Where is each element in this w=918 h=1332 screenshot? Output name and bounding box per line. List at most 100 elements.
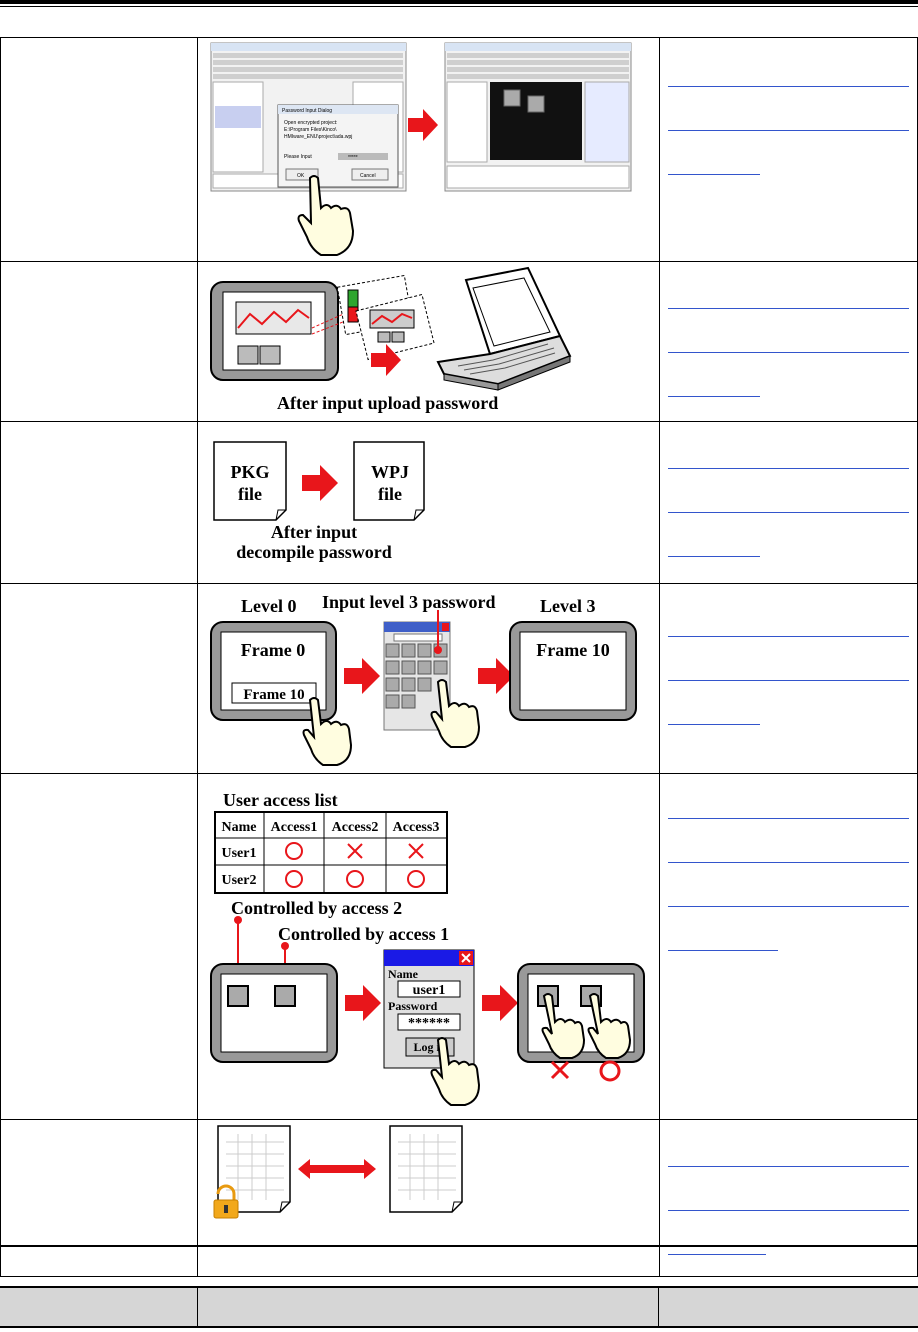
cell-links (658, 773, 918, 1120)
cell-links (658, 37, 918, 262)
access-table (213, 811, 448, 894)
arrow-right-icon (477, 658, 514, 694)
login-name-label: Name (388, 967, 419, 981)
encrypt-illustration: Password Input Dialog Open encrypted pro… (210, 42, 632, 256)
row-user2: User2 (221, 873, 256, 888)
link-line[interactable] (667, 796, 909, 840)
login-name-value: user1 (412, 983, 445, 998)
link-line[interactable] (667, 108, 909, 152)
lock-illustration (213, 1125, 463, 1219)
dialog-please: Please Input (284, 154, 312, 160)
link-line[interactable] (667, 1188, 909, 1232)
row-user1: User1 (221, 846, 256, 861)
pointing-hand-icon (541, 993, 631, 1059)
feature-table: Password Input Dialog Open encrypted pro… (0, 37, 918, 1277)
login-password-label: Password (388, 999, 438, 1013)
cell-illustration: After input upload password (196, 261, 660, 422)
cross-icon (408, 843, 424, 859)
double-arrow-icon (297, 1159, 376, 1179)
row-user-access: User access list Name Access1 Access2 Ac… (0, 773, 918, 1120)
col-access2: Access2 (331, 820, 378, 835)
cell-feature (0, 261, 198, 422)
dialog-ok-button[interactable] (285, 168, 319, 181)
access1-button[interactable] (273, 985, 296, 1007)
cell-feature (0, 1119, 198, 1277)
cell-links (658, 421, 918, 584)
wpj-file-icon (353, 441, 425, 521)
link-line[interactable] (667, 330, 909, 374)
row-decompile: PKG file WPJ file After input decompile … (0, 421, 918, 584)
link-line[interactable] (667, 534, 909, 578)
pointing-hand-icon (430, 679, 480, 748)
pkg-file-icon (213, 441, 287, 521)
link-line[interactable] (667, 286, 909, 330)
cross-icon (347, 843, 363, 859)
dialog-title: Password Input Dialog (282, 108, 332, 114)
link-line[interactable] (667, 884, 909, 928)
top-rule-thick (0, 0, 918, 4)
link-line[interactable] (667, 658, 909, 702)
arrow-right-icon (343, 658, 380, 694)
controlled-access2-label: Controlled by access 2 (231, 898, 402, 918)
decompile-illustration: PKG file WPJ file After input decompile … (213, 441, 425, 562)
circle-icon (406, 870, 425, 888)
login-window: Name user1 Password ****** Log in (383, 949, 475, 1069)
cell-feature (0, 37, 198, 262)
cross-icon (550, 1060, 569, 1080)
col-name: Name (221, 820, 256, 835)
cell-illustration (196, 1119, 660, 1277)
wpj-label: WPJ (371, 462, 409, 482)
circle-icon (284, 842, 303, 860)
pkg-label: PKG (230, 462, 269, 482)
arrow-right-icon (344, 985, 381, 1021)
link-line[interactable] (667, 490, 909, 534)
dialog-pw: ***** (348, 155, 358, 161)
close-icon[interactable] (461, 953, 471, 963)
bottom-rule (0, 1245, 918, 1247)
circle-icon (345, 870, 364, 888)
circle-icon (599, 1060, 621, 1082)
link-line[interactable] (667, 1232, 909, 1276)
link-line[interactable] (667, 702, 909, 746)
next-table-header (0, 1286, 918, 1328)
dialog-cancel-label: Cancel (360, 173, 376, 179)
upload-illustration: After input upload password (209, 266, 572, 413)
access2-button[interactable] (226, 985, 249, 1007)
dialog-line2: E:\Program Files\Kinco\ (284, 127, 337, 133)
keypad-window (383, 621, 451, 731)
frame10-button[interactable] (231, 682, 317, 704)
cell-illustration: PKG file WPJ file After input decompile … (196, 421, 660, 584)
unlocked-document-icon (389, 1125, 463, 1213)
pkg-file-label: file (238, 484, 262, 504)
dialog-line1: Open encrypted project: (284, 120, 337, 126)
link-line[interactable] (667, 1144, 909, 1188)
login-password-value: ****** (408, 1016, 450, 1031)
login-name-field[interactable] (397, 980, 461, 998)
level0-label: Level 0 (241, 596, 297, 616)
link-line[interactable] (667, 64, 909, 108)
upload-caption: After input upload password (277, 393, 498, 413)
link-line[interactable] (667, 446, 909, 490)
laptop-icon (436, 266, 572, 391)
arrow-right-icon (370, 344, 401, 376)
link-line[interactable] (667, 374, 909, 418)
decompile-caption-1: After input (271, 522, 357, 542)
cell-links (658, 1119, 918, 1277)
row-level: Level 0 Input level 3 password Level 3 F… (0, 583, 918, 774)
row-lock (0, 1119, 918, 1277)
circle-icon (284, 870, 303, 888)
row-encrypt: Password Input Dialog Open encrypted pro… (0, 37, 918, 262)
login-password-field[interactable] (397, 1013, 461, 1031)
link-line[interactable] (667, 928, 909, 972)
cell-feature (0, 773, 198, 1120)
dialog-line3: HMIware_ENU\project\ada.wpj (284, 134, 352, 140)
pointer-dot (433, 646, 442, 654)
cell-illustration: User access list Name Access1 Access2 Ac… (196, 773, 660, 1120)
link-line[interactable] (667, 152, 909, 196)
row-upload: After input upload password (0, 261, 918, 422)
link-line[interactable] (667, 840, 909, 884)
arrow-right-icon (481, 985, 518, 1021)
user-access-list-title: User access list (223, 790, 338, 810)
link-line[interactable] (667, 614, 909, 658)
dialog-cancel-button[interactable] (351, 168, 389, 181)
